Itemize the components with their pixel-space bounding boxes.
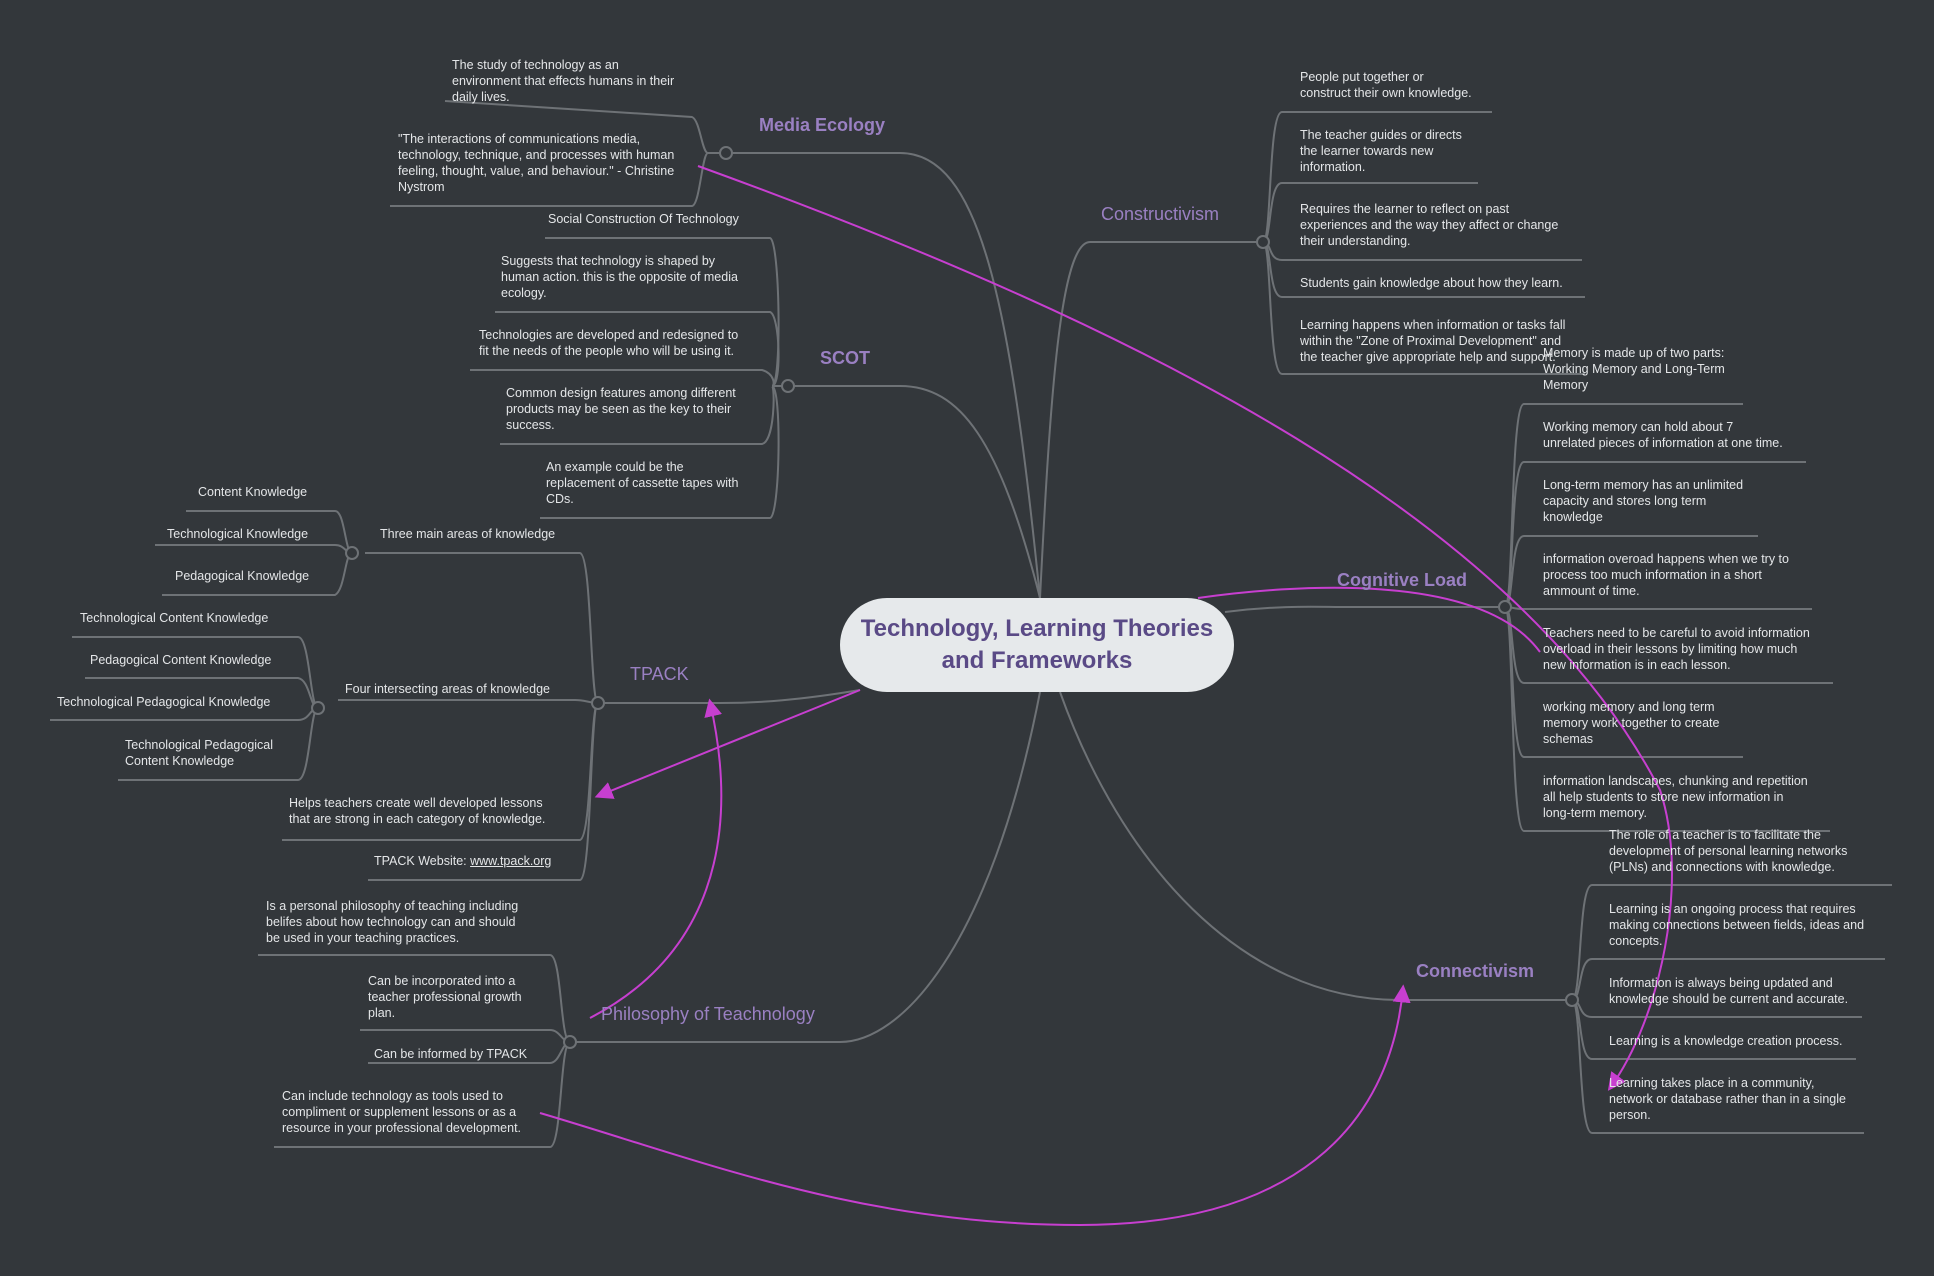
tpack-website-link[interactable]: www.tpack.org [470, 854, 552, 868]
media-ecology-item[interactable]: "The interactions of communications medi… [398, 132, 675, 194]
cognitive-load-item[interactable]: information landscapes, chunking and rep… [1543, 774, 1808, 820]
philosophy-item[interactable]: Can be incorporated into a teacher profe… [368, 974, 522, 1020]
connectivism-item[interactable]: Learning is an ongoing process that requ… [1609, 902, 1865, 948]
cognitive-load-item[interactable]: information overoad happens when we try … [1543, 552, 1789, 598]
cognitive-load-item[interactable]: Teachers need to be careful to avoid inf… [1543, 626, 1810, 672]
media-ecology-item[interactable]: The study of technology as an environmen… [452, 58, 675, 104]
tpack-intersecting-item[interactable]: Technological Pedagogical Content Knowle… [125, 738, 274, 768]
constructivism-item[interactable]: The teacher guides or directs the learne… [1300, 128, 1462, 174]
connectivism-item[interactable]: The role of a teacher is to facilitate t… [1609, 828, 1848, 874]
cognitive-load-item[interactable]: Long-term memory has an unlimited capaci… [1543, 478, 1744, 524]
tpack-website-label: TPACK Website: [374, 854, 471, 868]
tpack-knowledge-item[interactable]: Pedagogical Knowledge [175, 569, 310, 583]
constructivism-item[interactable]: Learning happens when information or tas… [1300, 318, 1566, 364]
tpack-knowledge-item[interactable]: Content Knowledge [198, 485, 308, 499]
tpack-intersecting-item[interactable]: Technological Content Knowledge [80, 611, 269, 625]
tpack-helps[interactable]: Helps teachers create well developed les… [289, 796, 546, 826]
tpack-website: TPACK Website: www.tpack.org [374, 853, 551, 869]
tpack-intersecting-item[interactable]: Technological Pedagogical Knowledge [57, 695, 271, 709]
tpack-three-areas[interactable]: Three main areas of knowledge [380, 527, 556, 541]
branch-cognitive-load[interactable]: Cognitive Load [1337, 570, 1467, 590]
connectivism-item[interactable]: Learning is a knowledge creation process… [1609, 1034, 1843, 1048]
philosophy-item[interactable]: Can include technology as tools used to … [282, 1089, 522, 1135]
branch-lines [50, 100, 1892, 1148]
constructivism-item[interactable]: Students gain knowledge about how they l… [1300, 276, 1563, 290]
scot-item[interactable]: An example could be the replacement of c… [546, 460, 739, 506]
tpack-four-areas[interactable]: Four intersecting areas of knowledge [345, 682, 550, 696]
tpack-intersecting-item[interactable]: Pedagogical Content Knowledge [90, 653, 272, 667]
cognitive-load-item[interactable]: Working memory can hold about 7 unrelate… [1543, 420, 1783, 450]
central-topic[interactable]: Technology, Learning Theories and Framew… [840, 598, 1234, 692]
scot-item[interactable]: Social Construction Of Technology [548, 212, 739, 226]
constructivism-item[interactable]: Requires the learner to reflect on past … [1300, 202, 1559, 248]
branch-constructivism[interactable]: Constructivism [1101, 204, 1220, 224]
branch-nodes [311, 146, 1579, 1049]
branch-media-ecology[interactable]: Media Ecology [759, 115, 886, 135]
scot-item[interactable]: Suggests that technology is shaped by hu… [501, 254, 738, 300]
branch-tpack[interactable]: TPACK [630, 664, 689, 684]
relationship-arrows [539, 165, 1673, 1227]
scot-item[interactable]: Technologies are developed and redesigne… [479, 328, 739, 358]
branch-philosophy-of-teachnology[interactable]: Philosophy of Teachnology [601, 1004, 815, 1024]
branch-connectivism[interactable]: Connectivism [1416, 961, 1535, 981]
philosophy-item[interactable]: Is a personal philosophy of teaching inc… [266, 899, 519, 945]
branch-scot[interactable]: SCOT [820, 348, 871, 368]
cognitive-load-item[interactable]: working memory and long term memory work… [1543, 700, 1720, 746]
cognitive-load-item[interactable]: Memory is made up of two parts: Working … [1543, 346, 1725, 392]
tpack-knowledge-item[interactable]: Technological Knowledge [167, 527, 309, 541]
connectivism-item[interactable]: Information is always being updated and … [1609, 976, 1849, 1006]
scot-item[interactable]: Common design features among different p… [506, 386, 736, 432]
philosophy-item[interactable]: Can be informed by TPACK [374, 1047, 528, 1061]
connectivism-item[interactable]: Learning takes place in a community, net… [1609, 1076, 1846, 1122]
constructivism-item[interactable]: People put together or construct their o… [1300, 70, 1472, 100]
